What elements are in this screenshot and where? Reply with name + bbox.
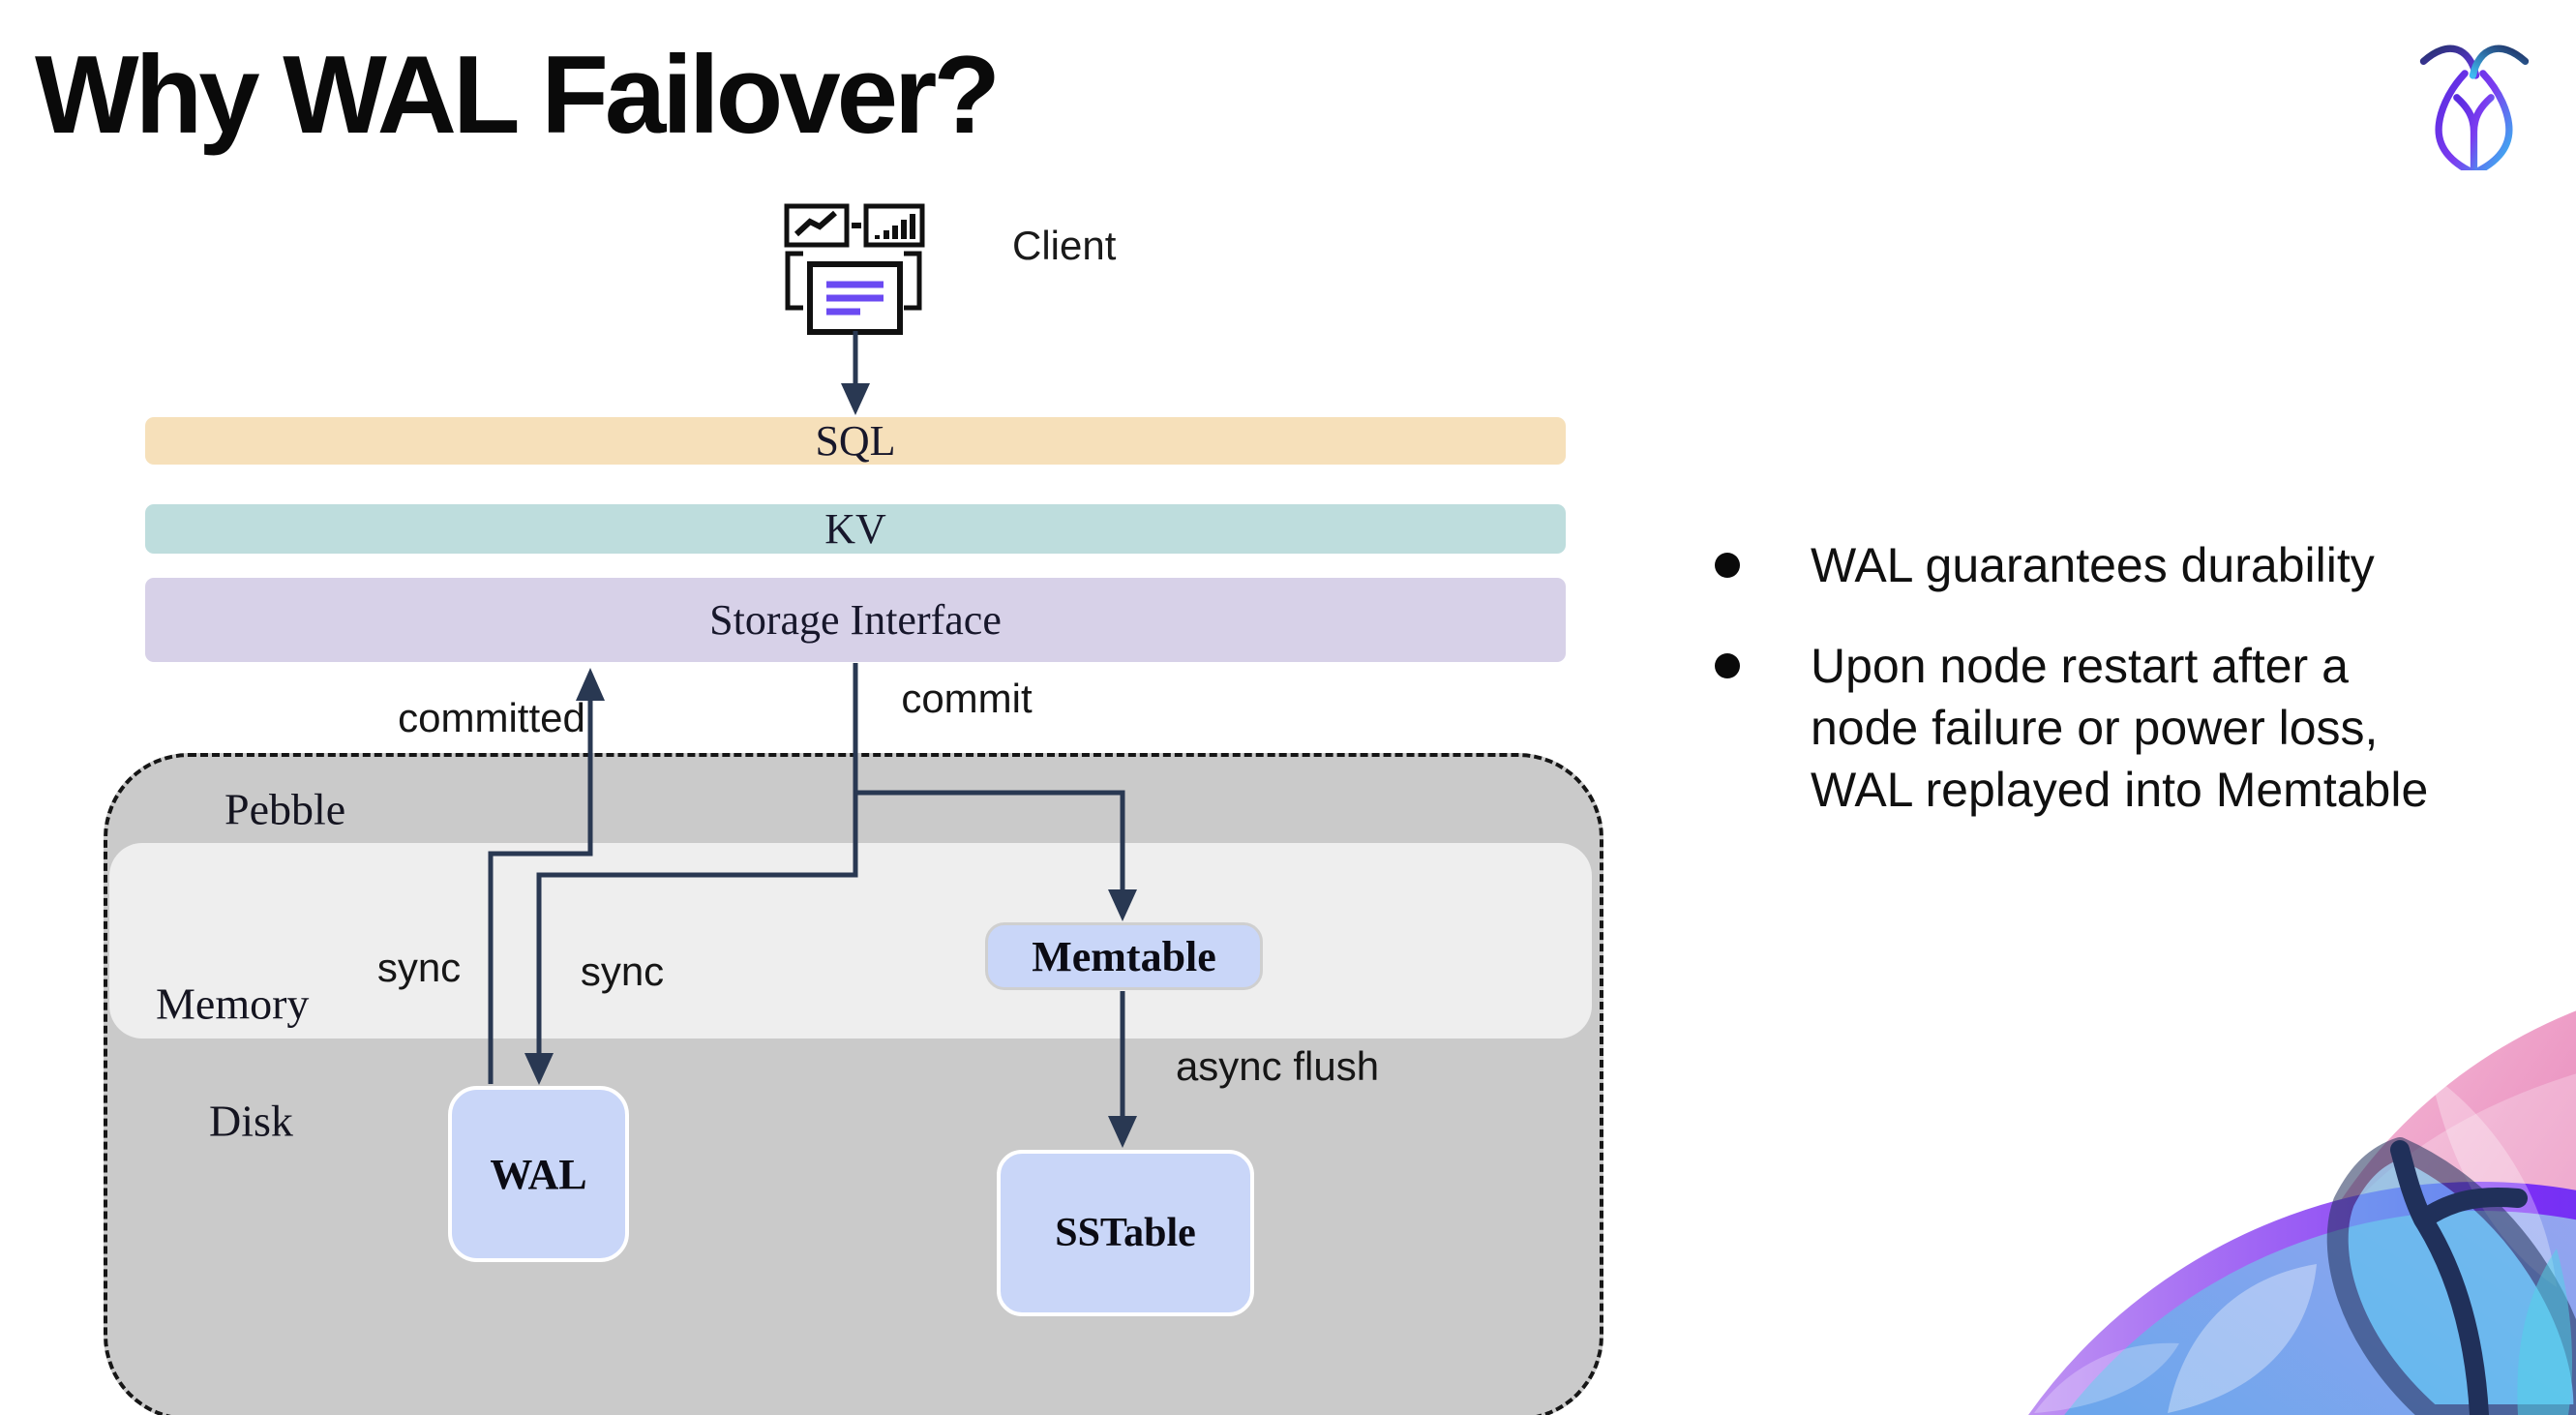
layer-bar-storage-interface: Storage Interface xyxy=(145,578,1566,662)
bullet-dot xyxy=(1715,553,1740,578)
edge-label-committed: committed xyxy=(398,695,585,740)
memory-band xyxy=(109,843,1592,1039)
edge-label-async-flush: async flush xyxy=(1175,1043,1380,1089)
node-wal: WAL xyxy=(448,1086,629,1262)
client-label: Client xyxy=(1012,223,1117,268)
edge-label-commit: commit xyxy=(901,676,1033,721)
bullet-text: Upon node restart after a node failure o… xyxy=(1811,639,2429,817)
disk-label: Disk xyxy=(209,1096,293,1146)
decorative-corner-art-icon xyxy=(2028,1010,2576,1415)
bullet-list: WAL guarantees durability Upon node rest… xyxy=(1715,534,2489,859)
layer-label-kv: KV xyxy=(824,505,886,553)
node-memtable-label: Memtable xyxy=(1032,932,1216,980)
node-wal-label: WAL xyxy=(490,1150,587,1198)
list-item: Upon node restart after a node failure o… xyxy=(1715,635,2489,821)
memory-label: Memory xyxy=(156,978,310,1029)
node-memtable: Memtable xyxy=(985,922,1263,990)
layer-label-storage-interface: Storage Interface xyxy=(709,596,1002,644)
edge-label-sync-left: sync xyxy=(376,945,462,990)
arrowhead-sql xyxy=(841,383,870,415)
layer-bar-kv: KV xyxy=(145,504,1566,554)
node-sstable-label: SSTable xyxy=(1055,1211,1196,1255)
bullet-text: WAL guarantees durability xyxy=(1811,538,2375,592)
cockroachdb-logo-icon xyxy=(2419,45,2530,170)
pebble-label: Pebble xyxy=(225,784,346,834)
layer-bar-sql: SQL xyxy=(145,417,1566,465)
edge-label-sync-right: sync xyxy=(580,948,665,994)
client-devices-icon xyxy=(784,203,925,335)
bullet-dot xyxy=(1715,653,1740,678)
layer-label-sql: SQL xyxy=(815,417,896,465)
list-item: WAL guarantees durability xyxy=(1715,534,2489,596)
page-title: Why WAL Failover? xyxy=(35,34,1001,157)
node-sstable: SSTable xyxy=(997,1150,1254,1316)
